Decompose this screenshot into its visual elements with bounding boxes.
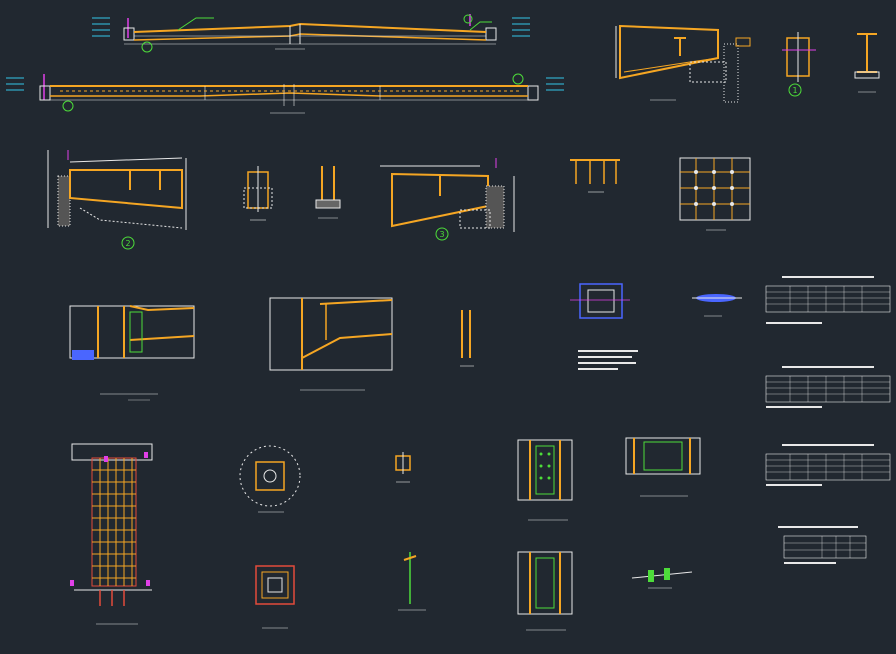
- section-detail-3: 3: [380, 158, 515, 241]
- anchor-plate-detail: [570, 283, 638, 370]
- small-detail-b: [315, 166, 341, 219]
- section-detail-2: 2: [47, 150, 187, 250]
- marker-3-label: 3: [439, 230, 444, 239]
- column-reinforcement-elevation: [70, 443, 153, 625]
- circle-marker-icon: [788, 83, 802, 97]
- beam-splice-small: [631, 568, 693, 589]
- base-plate-plan: [679, 157, 751, 231]
- bolted-joint-1: [517, 439, 573, 521]
- table-1: [765, 276, 891, 324]
- column-detail-small: [460, 310, 474, 367]
- small-detail-a: [243, 166, 273, 221]
- connection-small-a: [395, 452, 411, 483]
- beam-elevation-long: [6, 73, 564, 114]
- joint-elevation-2: [269, 297, 393, 391]
- plate-section-small: [692, 294, 742, 317]
- ibeam-detail-right: [854, 33, 880, 93]
- marker-2-label: 2: [125, 239, 130, 248]
- bolted-joint-3: [517, 551, 573, 631]
- connection-small-b: [398, 552, 426, 611]
- section-top-right: [615, 24, 751, 103]
- table-2: [765, 366, 891, 408]
- column-plan-a: [239, 445, 301, 513]
- column-plan-b: [255, 565, 295, 629]
- detail-1-connection: 1: [782, 32, 816, 97]
- table-4: [778, 526, 867, 564]
- bolted-joint-2: [625, 437, 701, 497]
- table-3: [765, 444, 891, 486]
- joint-elevation-1: [69, 305, 195, 401]
- post-detail: [570, 159, 620, 193]
- beam-elevation-top: [92, 14, 530, 53]
- marker-1-label: 1: [792, 86, 797, 95]
